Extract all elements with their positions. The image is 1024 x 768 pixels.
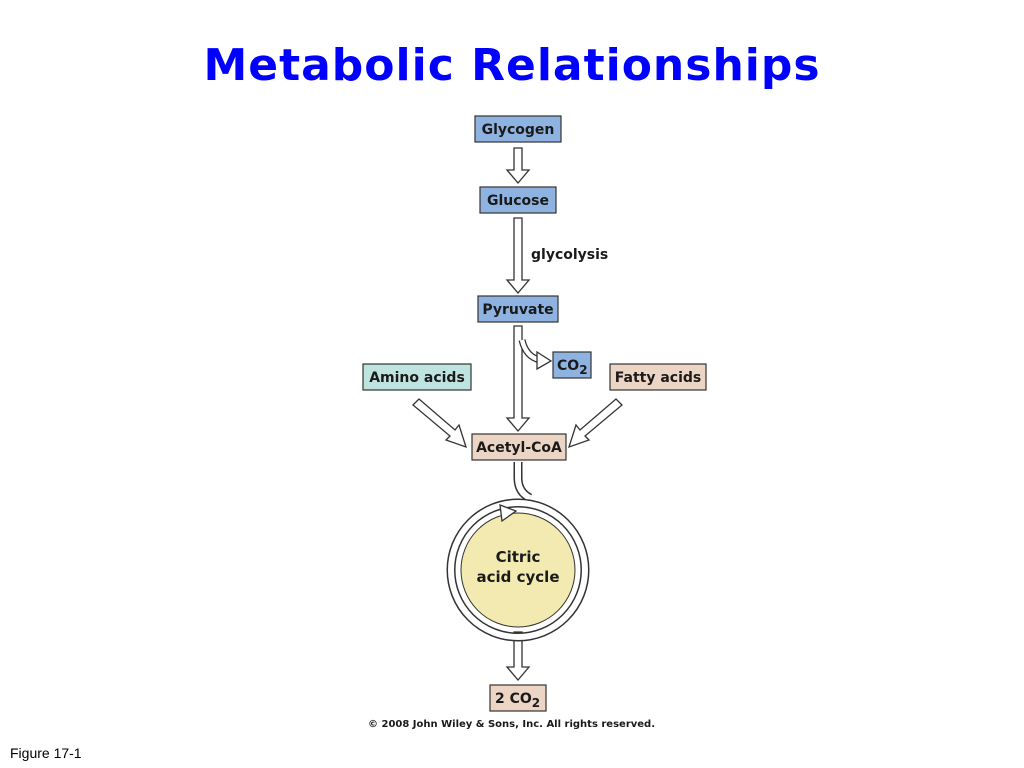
node-fatty-acids: Fatty acids xyxy=(609,363,707,391)
arrow-glycogen-glucose xyxy=(505,147,531,185)
svg-text:Glycogen: Glycogen xyxy=(482,122,555,138)
svg-text:Amino acids: Amino acids xyxy=(369,370,465,386)
node-pyruvate: Pyruvate xyxy=(477,295,559,323)
cycle-label-line2: acid cycle xyxy=(477,568,560,586)
copyright-notice: © 2008 John Wiley & Sons, Inc. All right… xyxy=(368,719,656,730)
cycle-label-line1: Citric xyxy=(496,548,541,566)
figure-label: Figure 17-1 xyxy=(10,745,82,761)
node-acetyl-coa: Acetyl-CoA xyxy=(471,433,567,461)
node-glucose: Glucose xyxy=(479,186,557,214)
node-amino-acids: Amino acids xyxy=(362,363,472,391)
arrow-glucose-pyruvate xyxy=(505,217,531,295)
cycle-fill xyxy=(460,512,576,628)
node-two-co2: 2 CO2 xyxy=(489,684,547,712)
cycle-arrowhead xyxy=(499,504,518,523)
svg-text:Pyruvate: Pyruvate xyxy=(482,302,553,318)
svg-text:Fatty acids: Fatty acids xyxy=(615,370,701,386)
arrow-amino-acetylcoa xyxy=(412,398,468,449)
glycolysis-label: glycolysis xyxy=(531,247,608,263)
node-co2: CO2 xyxy=(552,351,592,379)
svg-text:CO2: CO2 xyxy=(557,358,588,377)
node-glycogen: Glycogen xyxy=(474,115,562,143)
page-title: Metabolic Relationships xyxy=(203,40,821,91)
svg-text:2 CO2: 2 CO2 xyxy=(495,691,540,710)
arrow-fatty-acetylcoa xyxy=(567,398,623,449)
citric-acid-cycle: Citric acid cycle xyxy=(446,462,590,642)
svg-text:Glucose: Glucose xyxy=(487,193,549,209)
svg-text:Acetyl-CoA: Acetyl-CoA xyxy=(476,440,562,456)
